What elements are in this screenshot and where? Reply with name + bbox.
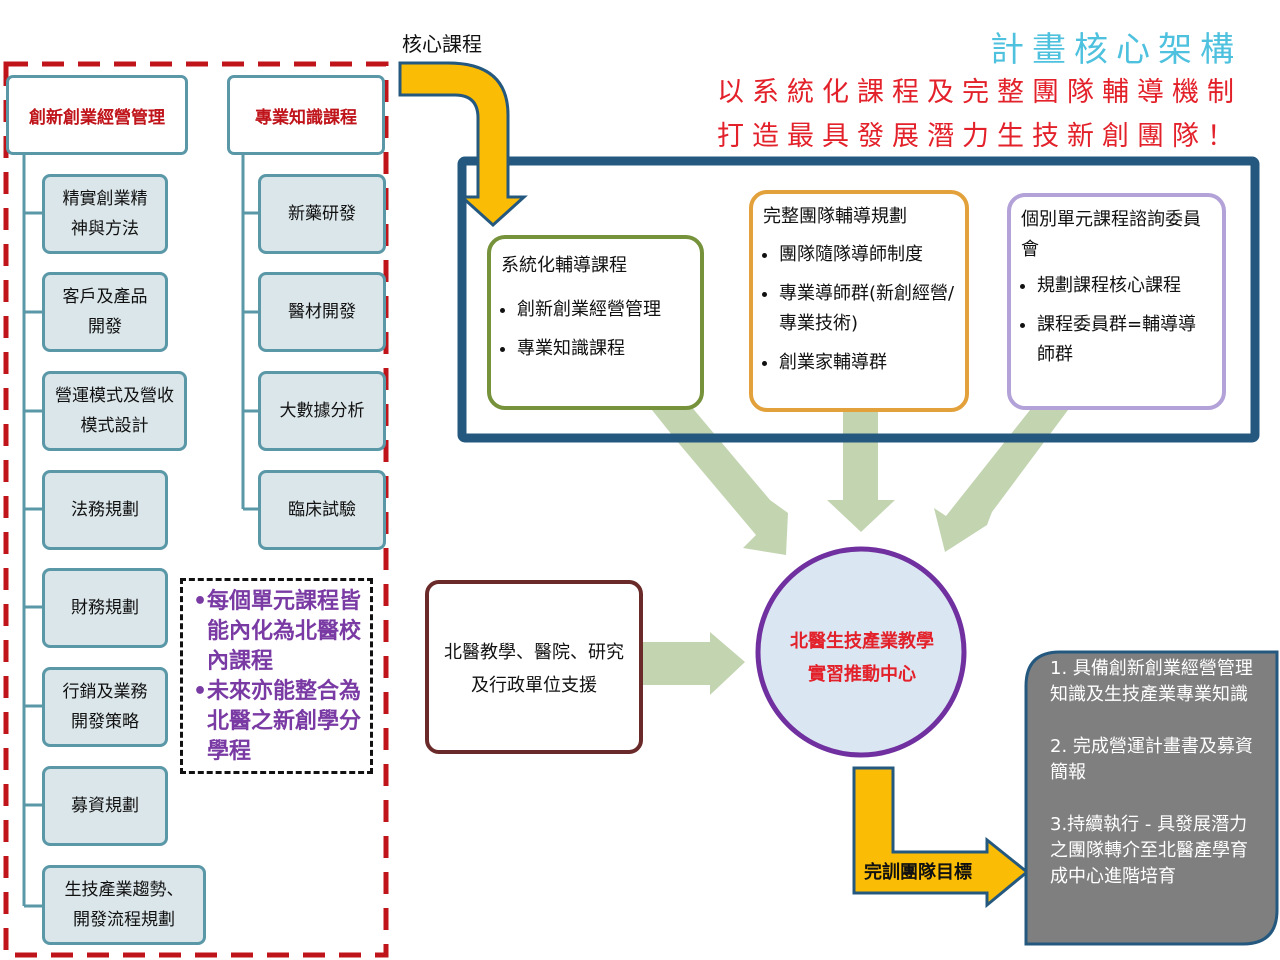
goal-item: 2. 完成營運計畫書及募資簡報 bbox=[1050, 736, 1253, 783]
card-systematic-courses: 系統化輔導課程 創新創業經營管理 專業知識課程 bbox=[487, 235, 704, 410]
bullet-icon: • bbox=[193, 589, 208, 614]
card-bullet: 專業知識課程 bbox=[517, 334, 690, 364]
page-title: 計畫核心架構 bbox=[990, 30, 1242, 70]
note-text: 未來亦能整合為北醫之新創學分學程 bbox=[207, 679, 362, 764]
support-text: 北醫教學、醫院、研究及行政單位支援 bbox=[444, 642, 624, 696]
center-circle bbox=[755, 546, 967, 758]
card-title: 個別單元課程諮詢委員會 bbox=[1021, 209, 1201, 260]
card-advisory-committee: 個別單元課程諮詢委員會 規劃課程核心課程 課程委員群=輔導導師群 bbox=[1007, 193, 1226, 410]
card-title: 完整團隊輔導規劃 bbox=[763, 206, 907, 227]
course-item: 客戶及產品開發 bbox=[42, 272, 168, 352]
heading-professional-knowledge: 專業知識課程 bbox=[227, 75, 385, 155]
note-text: 每個單元課程皆能內化為北醫校內課程 bbox=[207, 589, 362, 674]
course-item: 募資規劃 bbox=[42, 766, 168, 846]
card-bullet: 專業導師群(新創經營/專業技術) bbox=[779, 279, 955, 339]
arrow-support-to-center bbox=[641, 632, 745, 695]
arrow-card1-to-center bbox=[648, 405, 788, 555]
course-item: 財務規劃 bbox=[42, 568, 168, 648]
page-subtitle-line-2: 打造最具發展潛力生技新創團隊！ bbox=[717, 121, 1242, 152]
core-course-label: 核心課程 bbox=[402, 32, 482, 56]
arrow-card3-to-center bbox=[934, 410, 1068, 552]
course-item: 大數據分析 bbox=[258, 371, 386, 451]
card-bullet: 課程委員群=輔導導師群 bbox=[1037, 310, 1212, 370]
goal-item: 1. 具備創新創業經營管理知識及生技產業專業知識 bbox=[1050, 658, 1253, 705]
core-course-arrow bbox=[398, 61, 528, 228]
goal-arrow bbox=[852, 766, 1030, 909]
note-item: • 未來亦能整合為北醫之新創學分學程 bbox=[193, 677, 362, 767]
course-item: 臨床試驗 bbox=[258, 470, 386, 550]
course-item: 行銷及業務開發策略 bbox=[42, 667, 168, 747]
goal-list: 1. 具備創新創業經營管理知識及生技產業專業知識 2. 完成營運計畫書及募資簡報… bbox=[1050, 656, 1256, 890]
bullet-icon: • bbox=[193, 679, 208, 704]
center-label: 北醫生技產業教學實習推動中心 bbox=[790, 631, 934, 685]
tree-connector-right bbox=[241, 153, 259, 511]
heading-innovation-management: 創新創業經營管理 bbox=[6, 75, 188, 155]
integration-note: • 每個單元課程皆能內化為北醫校內課程 • 未來亦能整合為北醫之新創學分學程 bbox=[180, 578, 373, 774]
course-item: 生技產業趨勢、開發流程規劃 bbox=[42, 865, 206, 945]
course-item: 法務規劃 bbox=[42, 470, 168, 550]
course-item: 營運模式及營收模式設計 bbox=[42, 371, 187, 451]
card-team-mentoring: 完整團隊輔導規劃 團隊隨隊導師制度 專業導師群(新創經營/專業技術) 創業家輔導… bbox=[749, 190, 969, 412]
support-box: 北醫教學、醫院、研究及行政單位支援 bbox=[425, 580, 643, 754]
left-dashed-frame bbox=[3, 61, 389, 958]
blue-frame bbox=[457, 156, 1260, 443]
card-bullet: 團隊隨隊導師制度 bbox=[779, 240, 955, 270]
arrow-card2-to-center bbox=[827, 410, 895, 532]
card-bullet: 創新創業經營管理 bbox=[517, 295, 690, 325]
goal-box bbox=[1024, 650, 1279, 946]
course-item: 精實創業精神與方法 bbox=[42, 174, 168, 254]
note-item: • 每個單元課程皆能內化為北醫校內課程 bbox=[193, 587, 362, 677]
page-subtitle-line-1: 以系統化課程及完整團隊輔導機制 bbox=[717, 77, 1242, 108]
tree-connector-left bbox=[22, 153, 42, 908]
course-item: 新藥研發 bbox=[258, 174, 386, 254]
card-title: 系統化輔導課程 bbox=[501, 255, 627, 276]
course-item: 醫材開發 bbox=[258, 272, 386, 352]
goal-label: 完訓團隊目標 bbox=[864, 862, 972, 883]
goal-item: 3.持續執行 - 具發展潛力之團隊轉介至北醫產學育成中心進階培育 bbox=[1050, 814, 1248, 887]
card-bullet: 規劃課程核心課程 bbox=[1037, 271, 1212, 301]
card-bullet: 創業家輔導群 bbox=[779, 348, 955, 378]
